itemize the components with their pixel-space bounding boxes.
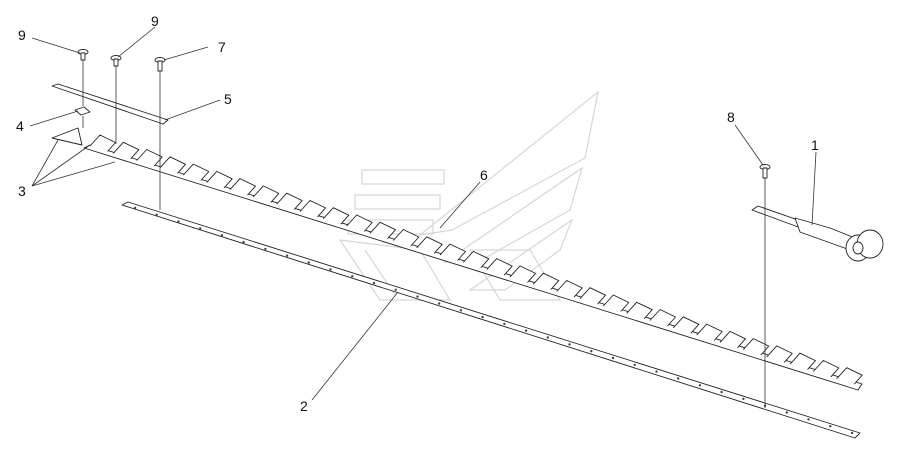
- bolt-part-9-right: [110, 55, 122, 67]
- bar-hole: [416, 295, 419, 298]
- bar-hole: [329, 268, 332, 271]
- bar-hole: [546, 336, 549, 339]
- bolt-part-9-left: [77, 49, 89, 61]
- bar-hole: [351, 275, 354, 278]
- upper-strip-part-5: [51, 83, 169, 125]
- bar-hole: [633, 363, 636, 366]
- loose-section-part-3: [51, 127, 83, 146]
- callout-9-right: 9: [151, 13, 159, 29]
- bar-hole: [698, 384, 702, 387]
- callout-9-left: 9: [18, 27, 26, 43]
- bar-hole: [307, 261, 310, 264]
- callout-3: 3: [18, 183, 26, 199]
- callout-8: 8: [727, 109, 735, 125]
- small-plate-part-4: [74, 106, 91, 116]
- callout-4: 4: [16, 118, 24, 134]
- bolt-part-7: [154, 57, 166, 72]
- bar-hole: [611, 356, 615, 360]
- bar-hole: [785, 411, 788, 414]
- bar-hole: [503, 322, 506, 326]
- bar-hole: [220, 234, 224, 237]
- bar-hole: [177, 220, 180, 223]
- bar-hole: [524, 329, 528, 332]
- bar-hole: [720, 390, 723, 394]
- callout-7: 7: [218, 39, 226, 55]
- bar-hole: [285, 254, 289, 257]
- bar-hole: [133, 206, 137, 210]
- knife-bar-part-3: [83, 134, 863, 391]
- brand-logo-watermark: [338, 90, 599, 301]
- bar-hole: [590, 350, 593, 353]
- bar-hole: [242, 240, 245, 244]
- bar-hole: [459, 309, 463, 312]
- callout-1: 1: [811, 137, 819, 153]
- bolt-part-8: [759, 164, 771, 179]
- bar-hole: [850, 431, 854, 435]
- bar-hole: [655, 370, 658, 373]
- bar-hole: [829, 425, 832, 428]
- bar-hole: [199, 227, 202, 230]
- callout-5: 5: [224, 91, 232, 107]
- bar-hole: [677, 377, 680, 380]
- callout-2: 2: [300, 398, 308, 414]
- bar-hole: [155, 213, 158, 216]
- bar-hole: [807, 418, 810, 421]
- bar-hole: [568, 343, 571, 346]
- bar-hole: [481, 315, 484, 319]
- lower-bar-part-2: [121, 201, 861, 439]
- knife-head-part-1: [751, 205, 884, 262]
- bar-hole: [438, 302, 441, 305]
- lower-bar-holes: [133, 206, 854, 435]
- bar-hole: [264, 247, 267, 251]
- bar-hole: [394, 288, 397, 291]
- bar-hole: [742, 397, 745, 401]
- bar-hole: [372, 281, 376, 285]
- callout-6: 6: [480, 167, 488, 183]
